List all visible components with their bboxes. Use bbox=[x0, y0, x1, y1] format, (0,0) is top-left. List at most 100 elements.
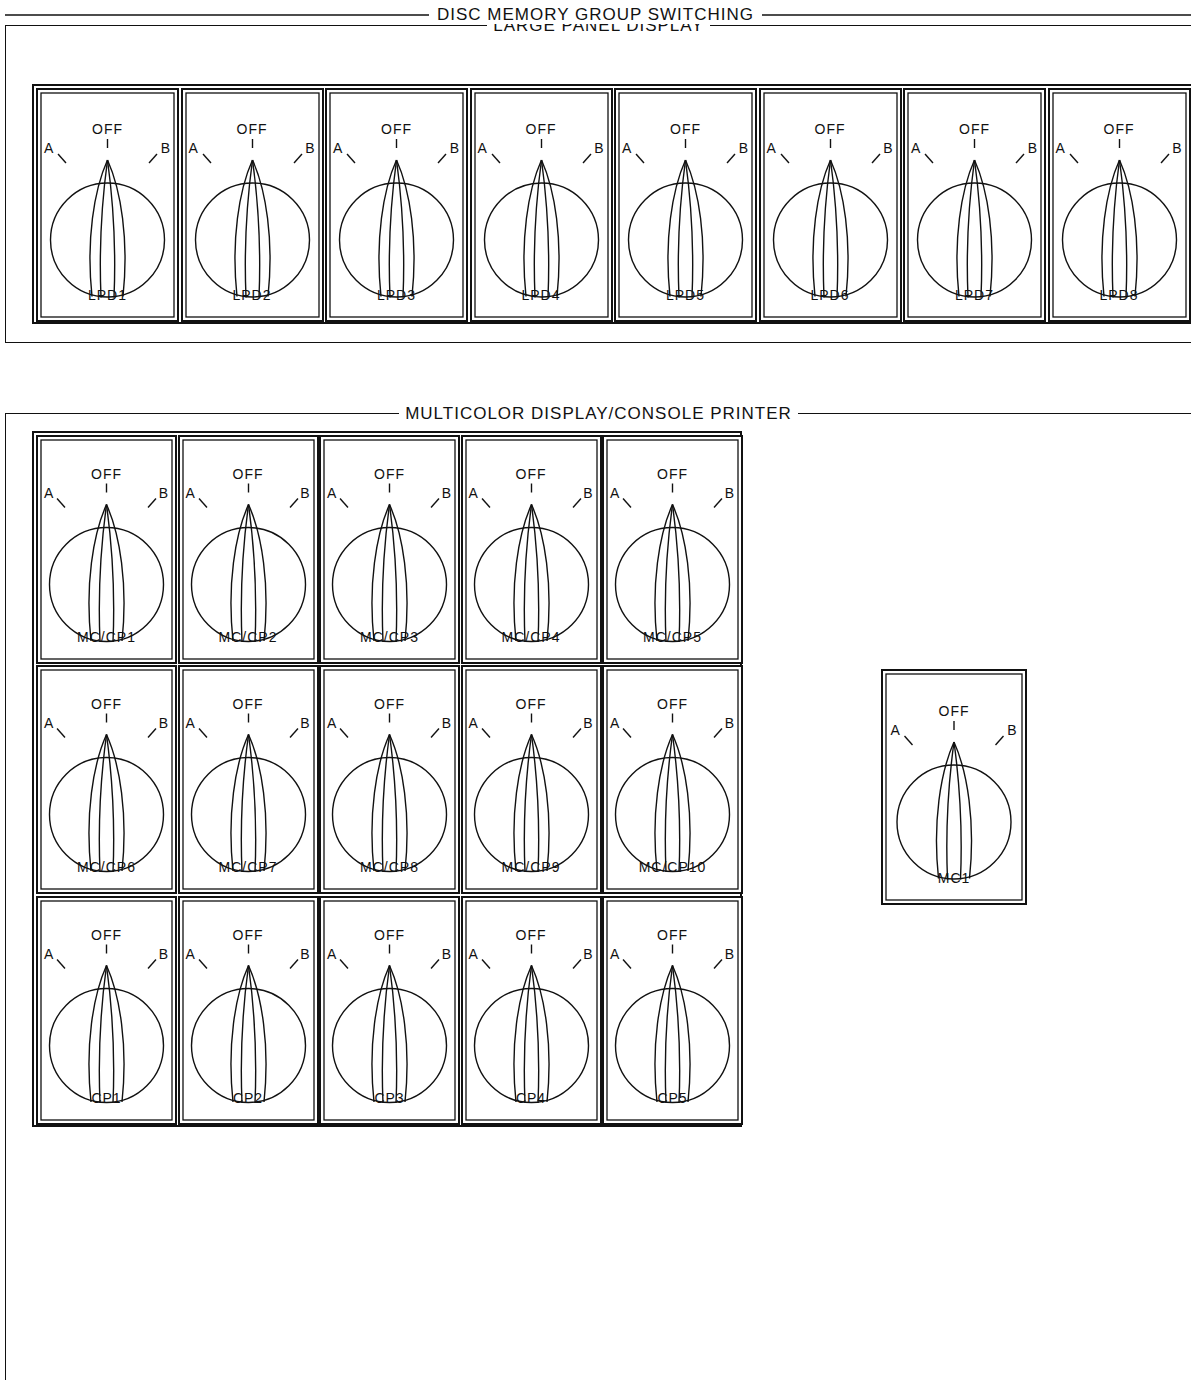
group-section: LARGE PANEL DISPLAYAOFFBLPD1AOFFBLPD2AOF… bbox=[5, 25, 1191, 343]
position-label: B bbox=[1007, 722, 1017, 738]
position-label: A bbox=[327, 946, 337, 962]
rotary-switch-panel: AOFFBCP3 bbox=[319, 896, 460, 1125]
position-label: A bbox=[891, 722, 901, 738]
position-label: OFF bbox=[233, 466, 264, 482]
position-label: A bbox=[333, 140, 343, 156]
section-heading: MULTICOLOR DISPLAY/CONSOLE PRINTER bbox=[399, 404, 798, 423]
rotary-switch-panel: A OFF B LPD3 bbox=[325, 88, 468, 322]
position-label: B bbox=[1028, 140, 1038, 156]
position-label: OFF bbox=[92, 121, 123, 137]
switch-label: MC/CP5 bbox=[643, 629, 702, 645]
switch-label: LPD8 bbox=[1099, 287, 1138, 303]
group-section: MULTICOLOR DISPLAY/CONSOLE PRINTERAOFFBM… bbox=[5, 413, 1191, 1380]
switch-label: CP1 bbox=[91, 1090, 121, 1106]
switch-label: LPD7 bbox=[955, 287, 994, 303]
position-label: OFF bbox=[233, 696, 264, 712]
position-label: A bbox=[469, 715, 479, 731]
switch-label: LPD3 bbox=[377, 287, 416, 303]
position-label: A bbox=[1056, 140, 1066, 156]
position-label: OFF bbox=[959, 121, 990, 137]
position-label: OFF bbox=[91, 696, 122, 712]
position-label: B bbox=[725, 715, 735, 731]
position-label: B bbox=[583, 715, 593, 731]
rotary-switch-panel: AOFFBMC/CP2 bbox=[178, 435, 319, 664]
panel-frame bbox=[33, 85, 1191, 323]
position-label: OFF bbox=[657, 466, 688, 482]
position-label: B bbox=[583, 485, 593, 501]
switch-label: LPD2 bbox=[232, 287, 271, 303]
position-label: B bbox=[725, 485, 735, 501]
position-label: A bbox=[767, 140, 777, 156]
switch-label: MC/CP9 bbox=[502, 859, 561, 875]
switch-label: LPD1 bbox=[88, 287, 127, 303]
switch-label: LPD6 bbox=[810, 287, 849, 303]
section-heading-band: MULTICOLOR DISPLAY/CONSOLE PRINTER bbox=[6, 404, 1191, 424]
rotary-switch-panel: A OFF B LPD4 bbox=[470, 88, 613, 322]
switch-label: MC/CP10 bbox=[639, 859, 707, 875]
rotary-switch-panel: AOFFBCP2 bbox=[178, 896, 319, 1125]
rotary-switch-panel: A OFF B MC/CP6 bbox=[36, 665, 177, 894]
rotary-switch-panel: AOFFBMC/CP3 bbox=[319, 435, 460, 664]
title-band: DISC MEMORY GROUP SWITCHING bbox=[0, 5, 1191, 25]
position-label: OFF bbox=[91, 466, 122, 482]
position-label: A bbox=[478, 140, 488, 156]
position-label: OFF bbox=[516, 927, 547, 943]
position-label: OFF bbox=[657, 696, 688, 712]
position-label: A bbox=[622, 140, 632, 156]
position-label: OFF bbox=[516, 696, 547, 712]
switch-label: LPD4 bbox=[521, 287, 560, 303]
position-label: B bbox=[594, 140, 604, 156]
rotary-switch-panel: A OFF B LPD1 bbox=[36, 88, 179, 322]
position-label: OFF bbox=[657, 927, 688, 943]
diagram-title: DISC MEMORY GROUP SWITCHING bbox=[429, 5, 762, 24]
switch-label: MC/CP8 bbox=[360, 859, 419, 875]
position-label: B bbox=[300, 485, 310, 501]
position-label: A bbox=[44, 140, 54, 156]
position-label: A bbox=[44, 715, 54, 731]
position-label: OFF bbox=[233, 927, 264, 943]
position-label: A bbox=[610, 946, 620, 962]
position-label: B bbox=[300, 715, 310, 731]
position-label: A bbox=[44, 946, 54, 962]
switch-label: MC/CP4 bbox=[502, 629, 561, 645]
switch-label: CP5 bbox=[657, 1090, 687, 1106]
rotary-switch-panel: AOFFBLPD8 bbox=[1048, 88, 1191, 322]
position-label: A bbox=[44, 485, 54, 501]
rotary-switch-panel: AOFFBMC/CP7 bbox=[178, 665, 319, 894]
position-label: OFF bbox=[381, 121, 412, 137]
position-label: B bbox=[305, 140, 315, 156]
position-label: OFF bbox=[939, 703, 970, 719]
rotary-switch-panel: AOFFBMC/CP10 bbox=[602, 665, 743, 894]
position-label: A bbox=[186, 715, 196, 731]
switch-label: MC/CP2 bbox=[219, 629, 278, 645]
rotary-switch-panel: AOFFBCP4 bbox=[461, 896, 602, 1125]
switch-label: CP2 bbox=[233, 1090, 263, 1106]
position-label: B bbox=[161, 140, 171, 156]
position-label: OFF bbox=[815, 121, 846, 137]
rotary-switch-panel: AOFFBMC/CP4 bbox=[461, 435, 602, 664]
position-label: B bbox=[159, 715, 169, 731]
rotary-switch-panel: AOFFBLPD7 bbox=[903, 88, 1046, 322]
position-label: A bbox=[469, 946, 479, 962]
position-label: B bbox=[442, 946, 452, 962]
position-label: A bbox=[186, 946, 196, 962]
rotary-switch-panel: A OFF B LPD6 bbox=[759, 88, 902, 322]
position-label: OFF bbox=[670, 121, 701, 137]
switch-label: LPD5 bbox=[666, 287, 705, 303]
position-label: B bbox=[883, 140, 893, 156]
switch-label: MC/CP6 bbox=[77, 859, 136, 875]
rotary-switch-panel: AOFFBLPD5 bbox=[614, 88, 757, 322]
position-label: OFF bbox=[91, 927, 122, 943]
rotary-switch-panel: AOFFBCP5 bbox=[602, 896, 743, 1125]
position-label: B bbox=[159, 946, 169, 962]
position-label: OFF bbox=[516, 466, 547, 482]
rotary-switch-panel: AOFFBMC/CP1 bbox=[36, 435, 177, 664]
position-label: B bbox=[583, 946, 593, 962]
position-label: B bbox=[450, 140, 460, 156]
rotary-switch-panel: A OFF B MC/CP9 bbox=[461, 665, 602, 894]
switch-label: CP3 bbox=[374, 1090, 404, 1106]
position-label: OFF bbox=[526, 121, 557, 137]
rotary-switch-panel: A OFF B CP1 bbox=[36, 896, 177, 1125]
rotary-switch-panel: AOFFBLPD2 bbox=[181, 88, 324, 322]
position-label: B bbox=[159, 485, 169, 501]
